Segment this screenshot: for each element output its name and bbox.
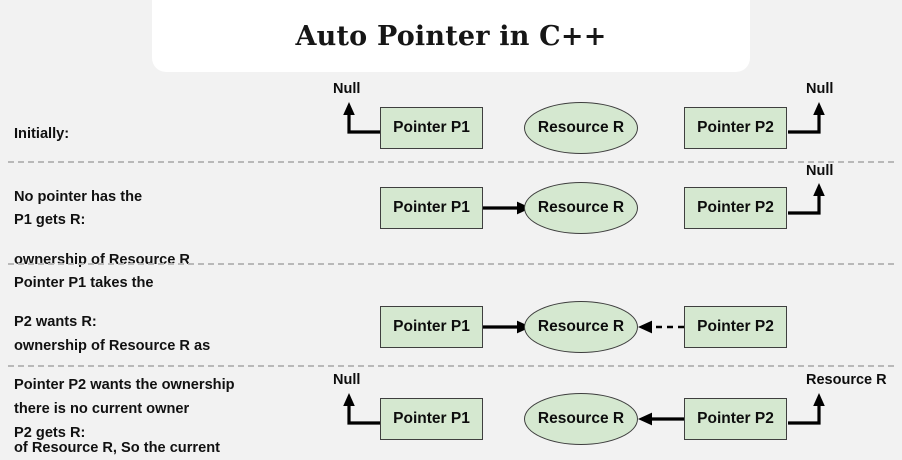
row-p2-wants-r-p2-resource-dashed-arrow (638, 320, 684, 334)
row-initially-null-right-label: Null (806, 81, 834, 97)
row-p1-gets-r-heading: P1 gets R: (14, 212, 86, 228)
row-p2-gets-r-pointer-p1[interactable]: Pointer P1 (380, 398, 483, 440)
row-p2-wants-r-heading: P2 wants R: (14, 314, 97, 330)
separator-3 (8, 365, 894, 367)
row-p1-gets-r-body-line-3: there is no current owner (14, 401, 190, 417)
row-p2-gets-r-caption: P2 gets R: Pointer P2 gets the ownership… (14, 381, 241, 460)
row-p2-gets-r-p2-null-connector (788, 393, 825, 425)
row-p2-gets-r-pointer-p2[interactable]: Pointer P2 (684, 398, 787, 440)
row-initially-p2-null-connector (788, 102, 825, 134)
row-initially-heading: Initially: (14, 126, 70, 142)
row-p2-gets-r-heading: P2 gets R: (14, 425, 86, 441)
row-initially-null-left-label: Null (333, 81, 361, 97)
row-initially-body-line-1: No pointer has the (14, 189, 143, 205)
separator-1 (8, 161, 894, 163)
row-p2-wants-r-body-line-1: Pointer P2 wants the ownership (14, 377, 235, 393)
row-initially-p1-null-connector (343, 102, 386, 134)
row-initially-pointer-p2[interactable]: Pointer P2 (684, 107, 787, 149)
row-p1-gets-r-pointer-p1[interactable]: Pointer P1 (380, 187, 483, 229)
row-p1-gets-r-p2-null-connector (788, 183, 825, 215)
row-p2-wants-r-caption: P2 wants R: Pointer P2 wants the ownersh… (14, 270, 235, 460)
row-p2-gets-r-p2-resource-arrow (638, 412, 684, 426)
title-card: Auto Pointer in C++ (152, 0, 750, 72)
row-p1-gets-r-pointer-p2[interactable]: Pointer P2 (684, 187, 787, 229)
page-title: Auto Pointer in C++ (295, 20, 607, 52)
row-p2-gets-r-null-right-label: Resource R (806, 372, 887, 388)
row-p1-gets-r-null-right-label: Null (806, 163, 834, 179)
row-p2-gets-r-resource-r[interactable]: Resource R (524, 393, 638, 445)
row-p1-gets-r-body-line-1: Pointer P1 takes the (14, 275, 154, 291)
row-initially-resource-r[interactable]: Resource R (524, 102, 638, 154)
row-p2-gets-r-null-left-label: Null (333, 372, 361, 388)
separator-2 (8, 263, 894, 265)
row-p2-wants-r-body-line-2: of Resource R, So the current (14, 440, 220, 456)
row-p2-wants-r-pointer-p2[interactable]: Pointer P2 (684, 306, 787, 348)
row-p2-wants-r-resource-r[interactable]: Resource R (524, 301, 638, 353)
row-p2-gets-r-p1-null-connector (343, 393, 386, 425)
row-p1-gets-r-caption: P1 gets R: Pointer P1 takes the ownershi… (14, 168, 210, 460)
row-p1-gets-r-body-line-2: ownership of Resource R as (14, 338, 211, 354)
row-p2-wants-r-pointer-p1[interactable]: Pointer P1 (380, 306, 483, 348)
row-p1-gets-r-resource-r[interactable]: Resource R (524, 182, 638, 234)
row-initially-pointer-p1[interactable]: Pointer P1 (380, 107, 483, 149)
